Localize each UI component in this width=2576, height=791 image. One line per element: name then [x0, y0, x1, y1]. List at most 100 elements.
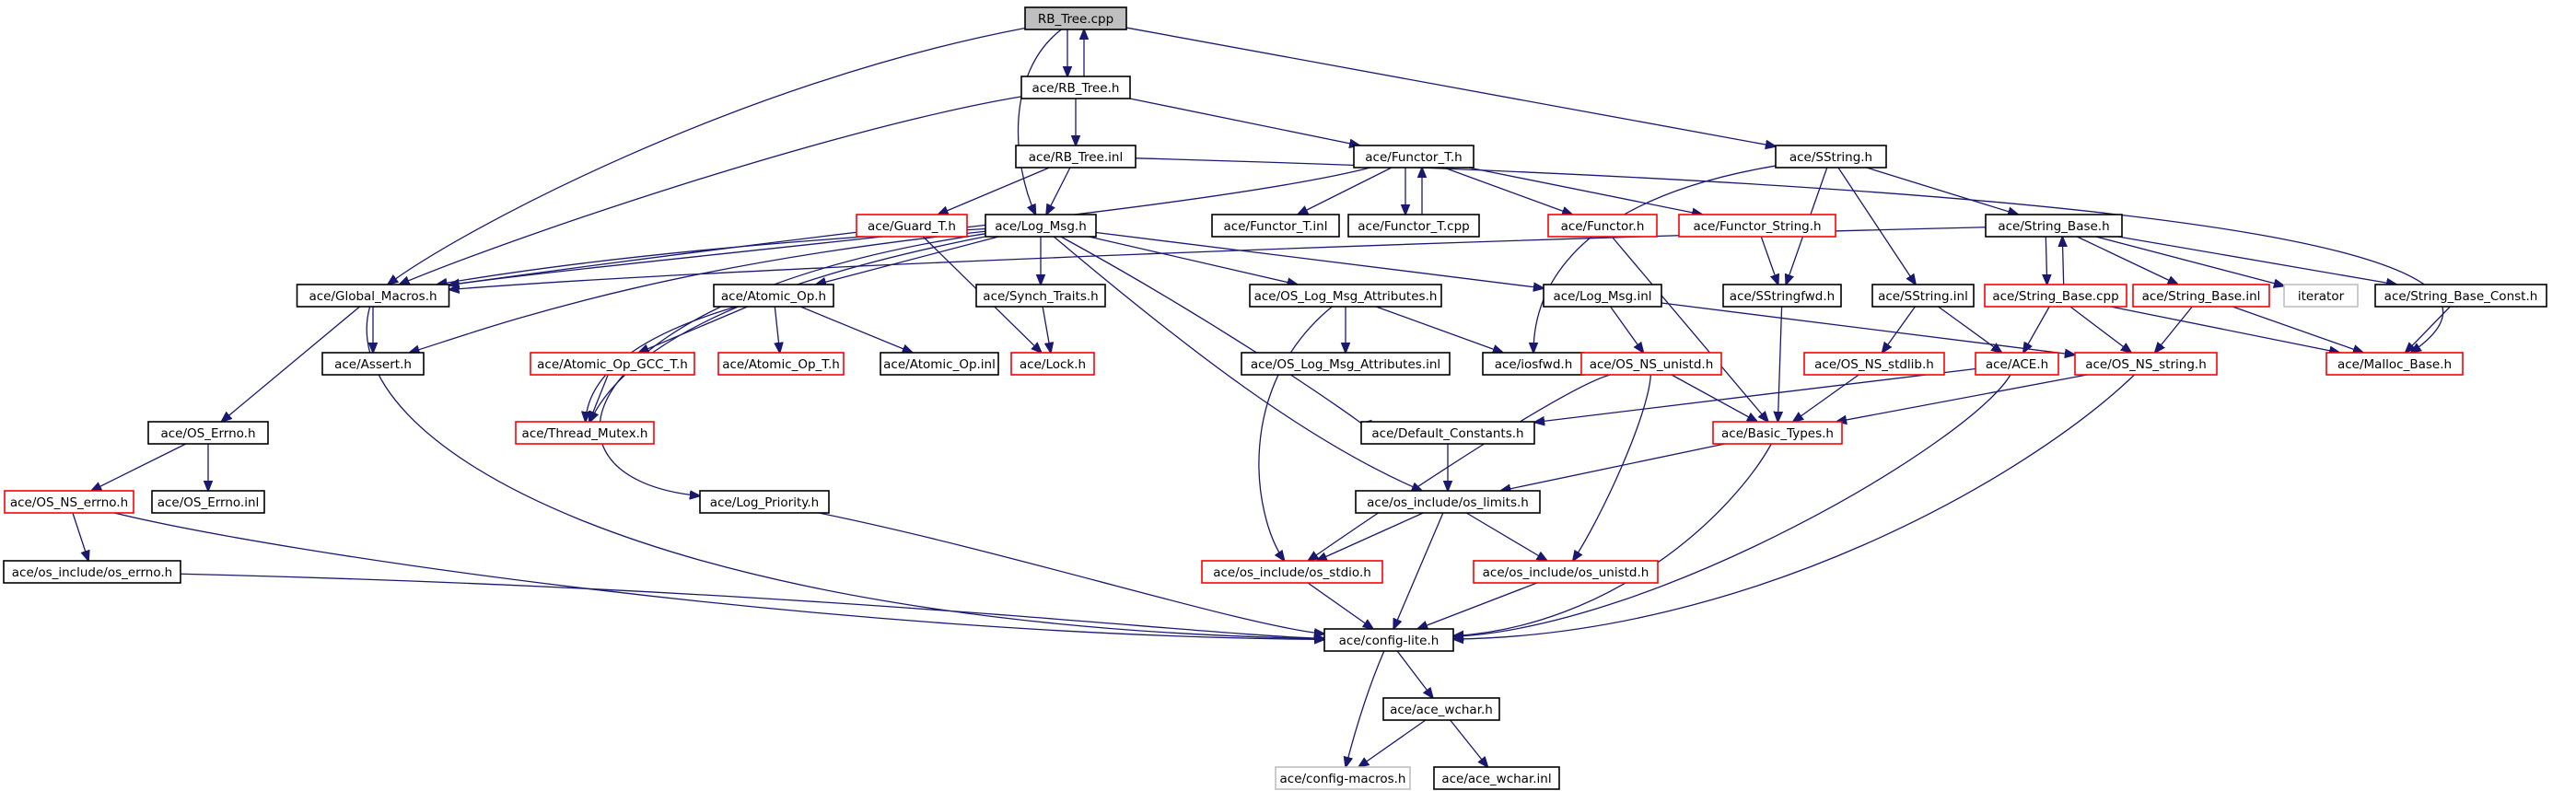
node-string-base-h[interactable]: ace/String_Base.h: [1985, 214, 2123, 238]
node-box: [713, 284, 834, 308]
node-sstringfwd-h[interactable]: ace/SStringfwd.h: [1722, 284, 1842, 308]
node-label: ace/String_Base.h: [1998, 219, 2109, 234]
edge-synch-traits-h-to-lock-h: [1042, 306, 1051, 353]
node-box: [1201, 560, 1383, 584]
node-label: ace/SStringfwd.h: [1730, 289, 1835, 304]
node-os-errno-inl[interactable]: ace/OS_Errno.inl: [151, 490, 265, 514]
node-os-stdio-h[interactable]: ace/os_include/os_stdio.h: [1201, 560, 1383, 584]
node-iterator[interactable]: iterator: [2283, 284, 2359, 308]
node-label: ace/Log_Priority.h: [710, 495, 819, 510]
node-os-errno-h[interactable]: ace/OS_Errno.h: [147, 421, 269, 445]
node-os-log-msg-attributes-h[interactable]: ace/OS_Log_Msg_Attributes.h: [1249, 284, 1442, 308]
node-sstring-h[interactable]: ace/SString.h: [1775, 145, 1887, 169]
node-box: [1775, 145, 1887, 169]
node-box: [2283, 284, 2359, 308]
node-malloc-base-h[interactable]: ace/Malloc_Base.h: [2325, 352, 2464, 376]
edge-global-macros-h-to-config-lite-h: [366, 306, 1324, 639]
node-log-msg-inl[interactable]: ace/Log_Msg.inl: [1543, 284, 1662, 308]
edge-string-base-inl-to-os-ns-string-h: [2155, 306, 2193, 353]
node-os-unistd-h[interactable]: ace/os_include/os_unistd.h: [1473, 560, 1659, 584]
node-lock-h[interactable]: ace/Lock.h: [1010, 352, 1095, 376]
node-guard-t-h[interactable]: ace/Guard_T.h: [856, 214, 968, 238]
node-label: ace/Atomic_Op.inl: [883, 357, 996, 372]
node-functor-t-cpp[interactable]: ace/Functor_T.cpp: [1347, 214, 1480, 238]
node-string-base-inl[interactable]: ace/String_Base.inl: [2132, 284, 2270, 308]
node-assert-h[interactable]: ace/Assert.h: [321, 352, 425, 376]
node-atomic-op-h[interactable]: ace/Atomic_Op.h: [713, 284, 834, 308]
node-os-log-msg-attributes-inl[interactable]: ace/OS_Log_Msg_Attributes.inl: [1241, 352, 1451, 376]
node-box: [296, 284, 450, 308]
node-os-ns-errno-h[interactable]: ace/OS_NS_errno.h: [4, 490, 134, 514]
node-rb-tree-cpp[interactable]: RB_Tree.cpp: [1024, 6, 1127, 30]
node-log-msg-h[interactable]: ace/Log_Msg.h: [985, 214, 1097, 238]
node-log-priority-h[interactable]: ace/Log_Priority.h: [699, 490, 830, 514]
node-os-errno-inc-h[interactable]: ace/os_include/os_errno.h: [3, 560, 181, 584]
node-box: [699, 490, 830, 514]
node-label: ace/Basic_Types.h: [1721, 426, 1834, 441]
node-box: [1360, 421, 1535, 445]
edge-string-base-cpp-to-string-base-h: [2062, 237, 2063, 285]
node-label: ace/ace_wchar.inl: [1441, 772, 1551, 786]
node-box: [1015, 145, 1136, 169]
node-default-constants-h[interactable]: ace/Default_Constants.h: [1360, 421, 1535, 445]
node-box: [515, 421, 655, 445]
node-label: ace/os_include/os_unistd.h: [1483, 565, 1649, 580]
node-box: [1241, 352, 1451, 376]
edge-string-base-inl-to-malloc-base-h: [2232, 306, 2363, 353]
node-synch-traits-h[interactable]: ace/Synch_Traits.h: [975, 284, 1106, 308]
node-label: ace/os_include/os_limits.h: [1367, 495, 1529, 510]
edge-log-msg-h-to-os-limits-h: [1053, 236, 1422, 491]
node-thread-mutex-h[interactable]: ace/Thread_Mutex.h: [515, 421, 655, 445]
node-functor-t-inl[interactable]: ace/Functor_T.inl: [1211, 214, 1340, 238]
node-os-ns-stdlib-h[interactable]: ace/OS_NS_stdlib.h: [1803, 352, 1945, 376]
node-label: ace/ACE.h: [1986, 357, 2048, 372]
node-config-macros-h[interactable]: ace/config-macros.h: [1275, 766, 1411, 790]
edge-log-priority-h-to-config-lite-h: [818, 512, 1324, 634]
node-label: iterator: [2298, 289, 2345, 304]
node-sstring-inl[interactable]: ace/SString.inl: [1871, 284, 1975, 308]
edge-functor-t-h-to-functor-t-inl: [1298, 167, 1393, 215]
edge-os-limits-h-to-os-unistd-h: [1465, 512, 1547, 561]
node-box: [1803, 352, 1945, 376]
node-os-limits-h[interactable]: ace/os_include/os_limits.h: [1355, 490, 1541, 514]
node-ace-wchar-inl[interactable]: ace/ace_wchar.inl: [1433, 766, 1560, 790]
node-box: [530, 352, 695, 376]
node-box: [2374, 284, 2547, 308]
edge-rb-tree-cpp-to-sstring-h: [1125, 27, 1776, 146]
node-label: ace/RB_Tree.inl: [1029, 150, 1123, 165]
node-label: ace/Synch_Traits.h: [983, 289, 1098, 304]
node-rb-tree-h[interactable]: ace/RB_Tree.h: [1020, 76, 1131, 99]
edges-layer: [72, 27, 2451, 767]
node-basic-types-h[interactable]: ace/Basic_Types.h: [1712, 421, 1843, 445]
edge-functor-t-h-to-functor-string-h: [1468, 167, 1703, 215]
node-string-base-cpp[interactable]: ace/String_Base.cpp: [1984, 284, 2127, 308]
node-config-lite-h[interactable]: ace/config-lite.h: [1323, 628, 1454, 652]
node-atomic-op-inl[interactable]: ace/Atomic_Op.inl: [880, 352, 999, 376]
node-os-ns-unistd-h[interactable]: ace/OS_NS_unistd.h: [1580, 352, 1722, 376]
node-ace-wchar-h[interactable]: ace/ace_wchar.h: [1382, 697, 1500, 721]
edge-config-lite-h-to-ace-wchar-h: [1396, 650, 1433, 698]
node-label: ace/Functor.h: [1561, 219, 1645, 234]
node-functor-h[interactable]: ace/Functor.h: [1547, 214, 1658, 238]
node-rb-tree-inl[interactable]: ace/RB_Tree.inl: [1015, 145, 1136, 169]
node-label: ace/config-lite.h: [1339, 634, 1440, 648]
node-label: ace/OS_Log_Msg_Attributes.h: [1254, 289, 1438, 304]
edge-sstring-h-to-iosfwd-h: [1533, 165, 1777, 353]
node-os-ns-string-h[interactable]: ace/OS_NS_string.h: [2074, 352, 2218, 376]
edge-log-msg-h-to-os-log-msg-attributes-h: [1089, 236, 1297, 285]
node-atomic-op-gcc-t-h[interactable]: ace/Atomic_Op_GCC_T.h: [530, 352, 695, 376]
node-atomic-op-t-h[interactable]: ace/Atomic_Op_T.h: [717, 352, 845, 376]
node-functor-string-h[interactable]: ace/Functor_String.h: [1678, 214, 1836, 238]
node-label: ace/Thread_Mutex.h: [522, 426, 648, 441]
node-label: ace/Log_Msg.h: [995, 219, 1087, 234]
node-global-macros-h[interactable]: ace/Global_Macros.h: [296, 284, 450, 308]
node-functor-t-h[interactable]: ace/Functor_T.h: [1353, 145, 1474, 169]
node-ace-h[interactable]: ace/ACE.h: [1975, 352, 2059, 376]
node-label: ace/Atomic_Op_T.h: [722, 357, 840, 372]
node-label: ace/OS_NS_stdlib.h: [1814, 357, 1934, 372]
node-label: ace/SString.h: [1789, 150, 1872, 165]
node-iosfwd-h[interactable]: ace/iosfwd.h: [1482, 352, 1585, 376]
node-string-base-const-h[interactable]: ace/String_Base_Const.h: [2374, 284, 2547, 308]
